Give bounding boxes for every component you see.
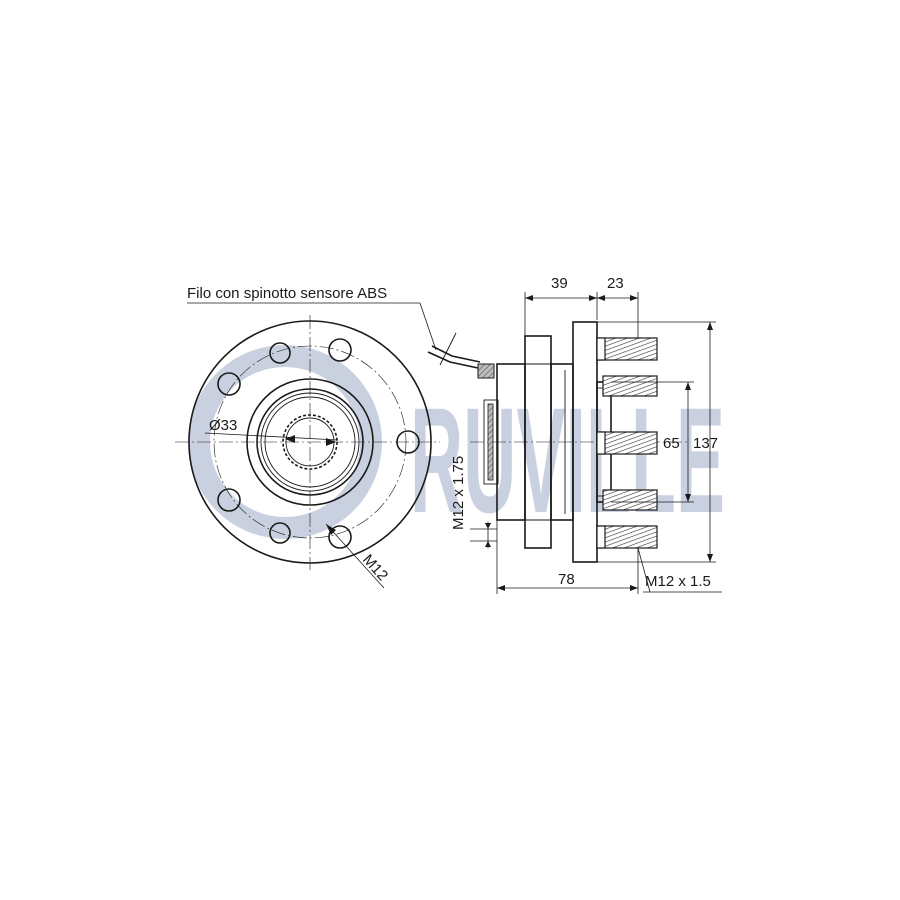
abs-sensor-ring-section bbox=[487, 403, 494, 481]
stud-head-3 bbox=[596, 431, 606, 455]
bore-diameter-label: Ø33 bbox=[209, 417, 237, 434]
arrow-m12175-top bbox=[485, 523, 491, 529]
bolt-hole-threaded-5 bbox=[328, 525, 352, 549]
m12-label: M12 bbox=[359, 551, 391, 584]
arrow-137-bottom bbox=[707, 554, 713, 562]
spline-bore bbox=[282, 414, 338, 470]
bore-arrow-left bbox=[285, 435, 295, 443]
dim-137-label: 137 bbox=[693, 435, 718, 452]
abs-sensor-ring bbox=[483, 399, 499, 485]
bore-arrow-right bbox=[326, 438, 336, 446]
m12-arrow bbox=[326, 524, 336, 535]
abs-wire-note: Filo con spinotto sensore ABS bbox=[187, 285, 387, 302]
m12x15-leader bbox=[637, 547, 651, 593]
stud-head-1 bbox=[596, 337, 606, 361]
ruville-watermark: RUVILLE bbox=[188, 345, 725, 544]
m12x15-label: M12 x 1.5 bbox=[645, 573, 711, 590]
abs-connector bbox=[477, 363, 495, 379]
bolt-circle bbox=[213, 345, 407, 539]
arrow-39-right bbox=[589, 295, 597, 301]
wheel-stud-3 bbox=[596, 431, 658, 455]
arrow-m12175-bottom bbox=[485, 541, 491, 547]
side-view: 39 23 65 137 78 M12 x 1.75 M12 x 1.5 bbox=[427, 275, 722, 594]
m12x175-label: M12 x 1.75 bbox=[450, 456, 467, 530]
m12-leader bbox=[325, 523, 385, 589]
hub-outer-ring bbox=[246, 378, 374, 506]
bolt-hole-threaded-4 bbox=[217, 488, 241, 512]
abs-wire-2 bbox=[431, 345, 481, 363]
arrow-23-left bbox=[597, 295, 605, 301]
dim-39-label: 39 bbox=[551, 275, 568, 292]
arrow-39-left bbox=[525, 295, 533, 301]
arrow-78-right bbox=[630, 585, 638, 591]
wheel-stud-2 bbox=[602, 375, 658, 397]
flange-outline bbox=[188, 320, 432, 564]
abs-note-leader bbox=[419, 302, 437, 351]
wheel-stud-5 bbox=[596, 525, 658, 549]
bolt-hole-open-bottom bbox=[269, 522, 291, 544]
wheel-stud-4 bbox=[602, 489, 658, 511]
dim-23-label: 23 bbox=[607, 275, 624, 292]
arrow-65-top bbox=[685, 382, 691, 390]
stud-head-5 bbox=[596, 525, 606, 549]
bore-diameter-leader bbox=[204, 432, 339, 441]
bolt-hole-threaded-2 bbox=[217, 372, 241, 396]
arrow-65-bottom bbox=[685, 494, 691, 502]
hub-ring-4 bbox=[264, 396, 356, 488]
hub-ring-3 bbox=[260, 392, 360, 492]
dim-78-label: 78 bbox=[558, 571, 575, 588]
front-view: Ø33 M12 Filo con spinotto sensore ABS bbox=[175, 285, 440, 589]
bolt-hole-threaded-1 bbox=[328, 338, 352, 362]
wheel-stud-1 bbox=[596, 337, 658, 361]
hub-ring-2 bbox=[256, 388, 364, 496]
abs-wire-cut bbox=[439, 332, 457, 366]
dim-65-label: 65 bbox=[663, 435, 680, 452]
ruville-watermark-text: RUVILLE bbox=[410, 376, 725, 544]
arrow-137-top bbox=[707, 322, 713, 330]
bolt-hole-open-top bbox=[269, 342, 291, 364]
bolt-hole-threaded-3 bbox=[396, 430, 420, 454]
arrow-23-right bbox=[630, 295, 638, 301]
arrow-78-left bbox=[497, 585, 505, 591]
